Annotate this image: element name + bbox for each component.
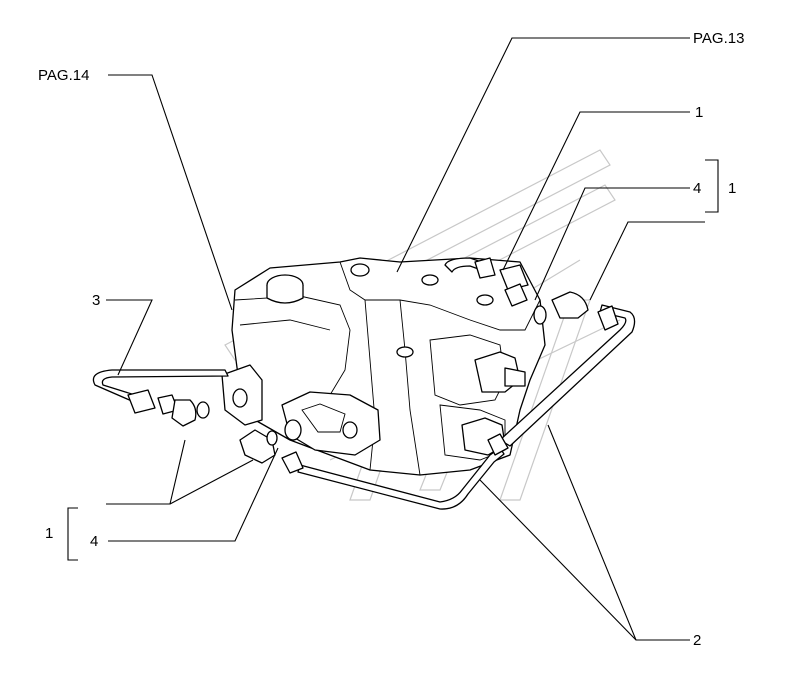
callout-labels: PAG.14 PAG.13 1 4 1 3 1 4 2 [38, 30, 744, 649]
ref-4-right-label: 4 [693, 180, 701, 197]
ref-1-right-label: 1 [728, 180, 736, 197]
leader-lines [67, 37, 719, 641]
ref-4-left-label: 4 [90, 533, 98, 550]
fittings [127, 257, 619, 474]
ref-3-label: 3 [92, 292, 100, 309]
ref-1-left-label: 1 [45, 525, 53, 542]
ref-1-top-label: 1 [695, 104, 703, 121]
valve-body [221, 257, 546, 476]
ref-2-label: 2 [693, 632, 701, 649]
pag13-label: PAG.13 [693, 30, 744, 47]
pag14-label: PAG.14 [38, 67, 89, 84]
